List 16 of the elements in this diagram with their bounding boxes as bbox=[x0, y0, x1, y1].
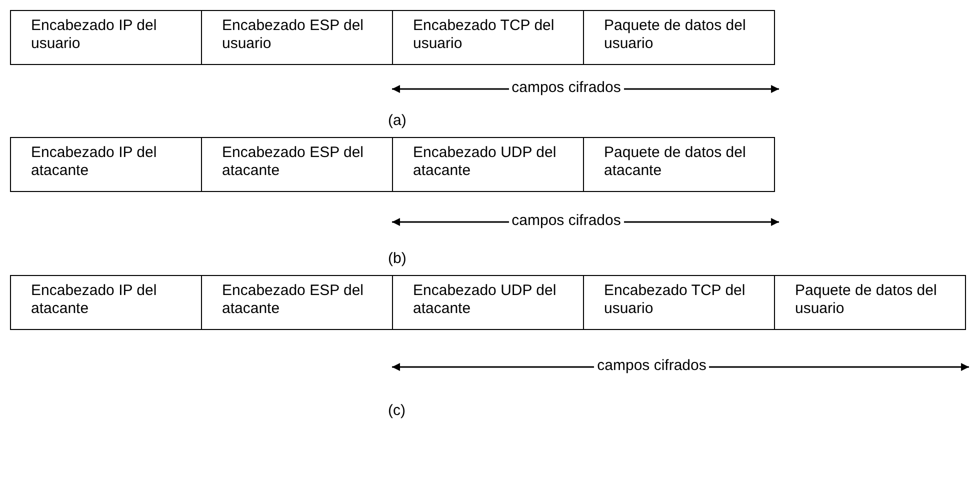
span-label: campos cifrados bbox=[508, 79, 624, 97]
header-field-cell: Encabezado ESP del atacante bbox=[201, 275, 393, 330]
header-field-cell: Paquete de datos del atacante bbox=[583, 137, 775, 192]
span-label: campos cifrados bbox=[508, 212, 624, 230]
header-field-cell: Encabezado IP del atacante bbox=[10, 137, 202, 192]
header-field-cell: Encabezado UDP del atacante bbox=[392, 137, 584, 192]
header-field-cell: Paquete de datos del usuario bbox=[583, 10, 775, 65]
header-field-cell: Encabezado TCP del usuario bbox=[392, 10, 584, 65]
header-field-cell: Encabezado IP del atacante bbox=[10, 275, 202, 330]
header-field-cell: Paquete de datos del usuario bbox=[774, 275, 966, 330]
header-field-cell: Encabezado IP del usuario bbox=[10, 10, 202, 65]
header-field-cell: Encabezado ESP del usuario bbox=[201, 10, 393, 65]
header-field-cell: Encabezado ESP del atacante bbox=[201, 137, 393, 192]
span-label: campos cifrados bbox=[594, 357, 710, 375]
header-field-cell: Encabezado UDP del atacante bbox=[392, 275, 584, 330]
header-field-cell: Encabezado TCP del usuario bbox=[583, 275, 775, 330]
